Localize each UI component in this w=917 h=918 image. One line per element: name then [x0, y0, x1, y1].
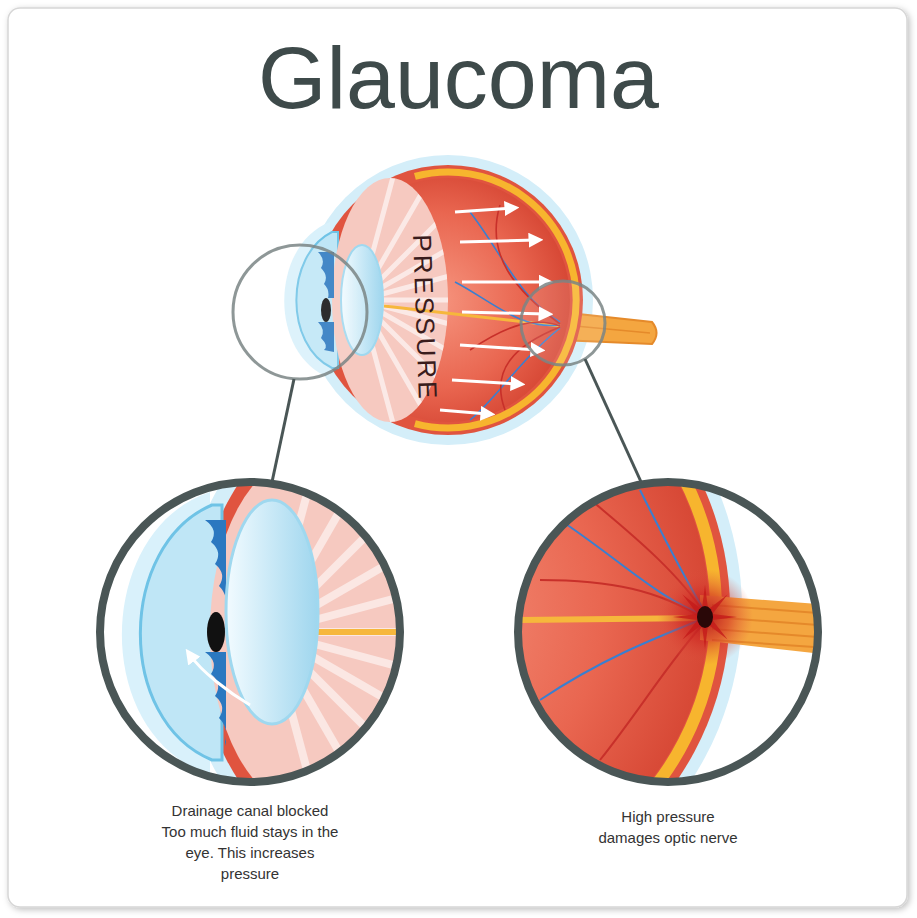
iris — [205, 520, 226, 612]
fluid-flow-arrow — [190, 655, 250, 705]
optic-axis — [318, 629, 420, 635]
pressure-label-box: PRESSURE — [409, 234, 441, 402]
caption: High pressure damages optic nerve — [592, 806, 744, 848]
title: Glaucoma — [0, 30, 917, 127]
magnifier — [233, 245, 367, 379]
ciliary-fibres — [360, 300, 533, 400]
zoom-circle — [100, 482, 400, 782]
pupil — [207, 612, 225, 652]
optic-nerve-zoom — [118, 298, 830, 918]
drainage-zoom — [90, 342, 760, 918]
drainage-zoom — [90, 342, 760, 918]
lens — [226, 500, 318, 724]
zoom-circle — [518, 482, 818, 782]
magnifier — [521, 281, 605, 365]
caption: Drainage canal blocked Too much fluid st… — [160, 800, 340, 884]
magnifier — [585, 359, 642, 484]
magnifier — [272, 379, 294, 482]
pressure-label: PRESSURE — [409, 234, 441, 402]
pressure-arrow — [460, 240, 536, 242]
nerve-damage — [657, 569, 753, 665]
title-box: Glaucoma — [0, 30, 917, 127]
ciliary-fibres — [360, 200, 533, 300]
caption-box: Drainage canal blocked Too much fluid st… — [160, 800, 340, 884]
pressure-arrow — [452, 380, 518, 384]
pressure-arrow — [455, 208, 512, 212]
pressure-arrow — [462, 281, 546, 284]
optic-disc — [697, 606, 713, 628]
optic-nerve-zoom — [118, 298, 830, 918]
nerve-damage — [673, 585, 737, 649]
caption-box: High pressure damages optic nerve — [592, 806, 744, 848]
pressure-arrow — [440, 410, 488, 414]
iris — [205, 652, 226, 746]
card — [8, 8, 907, 907]
vitreous-body — [151, 331, 709, 889]
